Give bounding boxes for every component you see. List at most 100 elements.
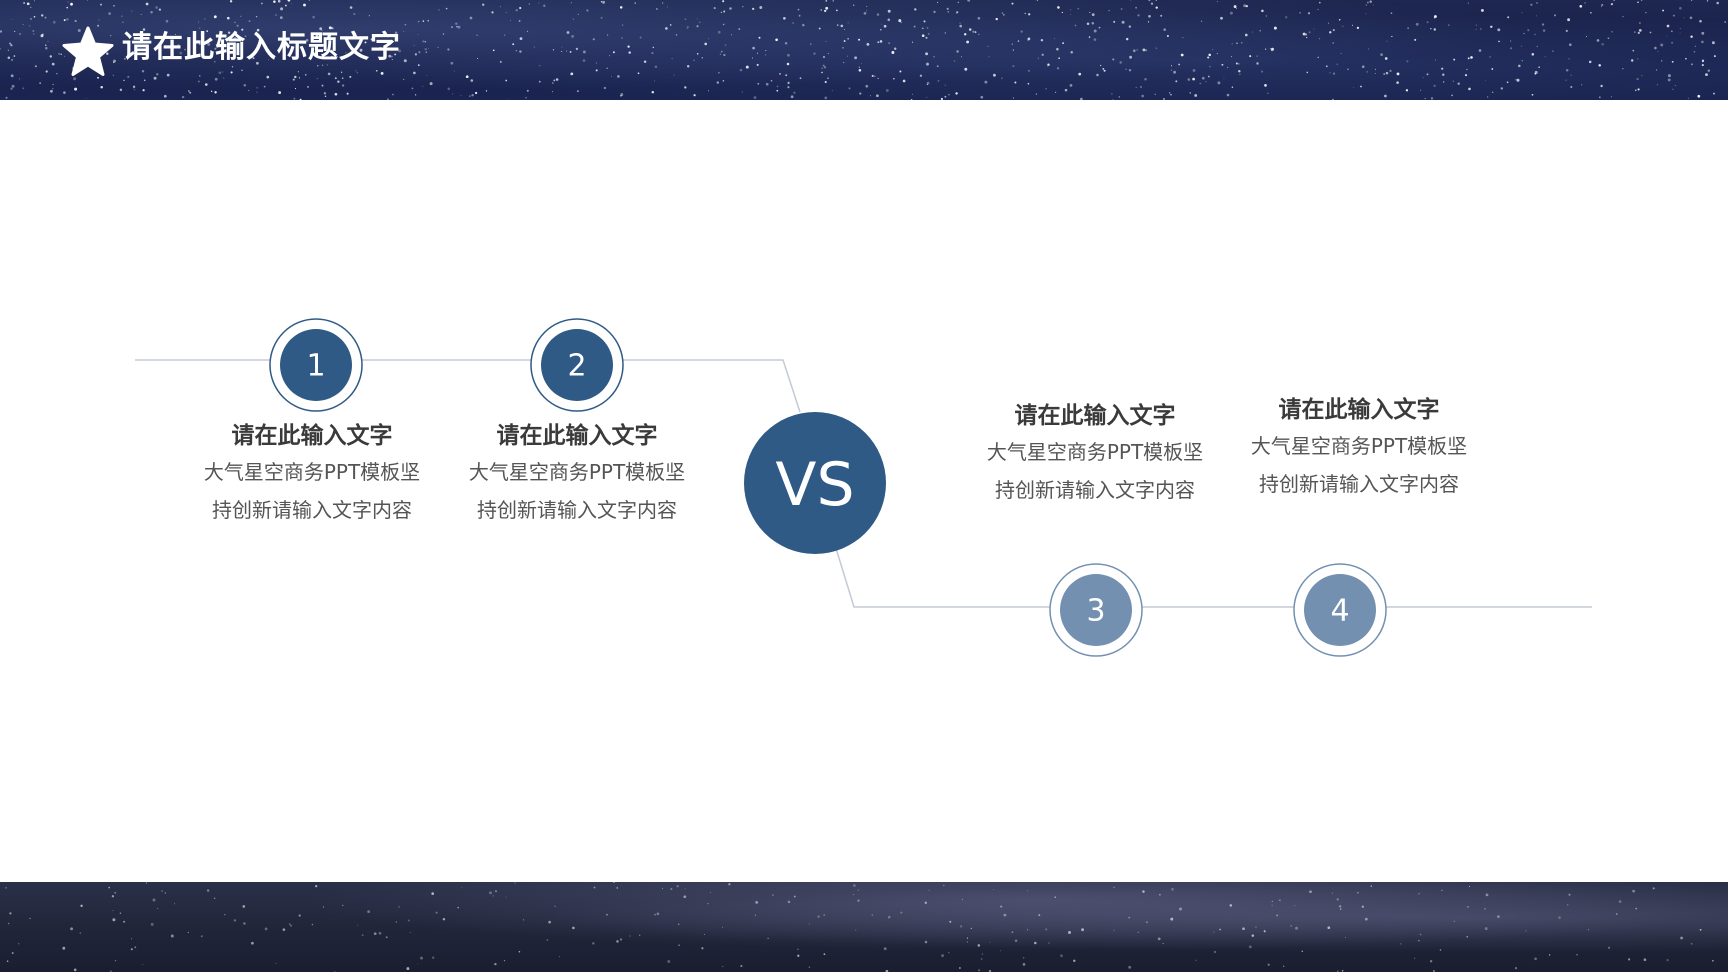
star-dot xyxy=(1170,65,1173,67)
star-dot xyxy=(978,33,980,35)
star-dot xyxy=(1212,49,1214,51)
star-dot xyxy=(452,93,454,95)
star-dot xyxy=(1467,2,1469,4)
star-dot xyxy=(696,25,699,28)
star-dot xyxy=(370,38,373,41)
star-dot xyxy=(551,90,554,93)
star-dot xyxy=(1012,65,1015,68)
star-dot xyxy=(1313,28,1315,30)
star-dot xyxy=(847,22,849,24)
star-dot xyxy=(620,93,624,96)
star-dot xyxy=(1012,97,1015,99)
star-dot xyxy=(665,27,668,30)
star-dot xyxy=(275,14,277,16)
star-dot xyxy=(742,6,744,8)
star-dot xyxy=(1338,19,1341,21)
star-dot xyxy=(230,71,233,74)
star-dot xyxy=(9,42,12,45)
star-dot xyxy=(426,74,428,77)
star-dot xyxy=(566,31,570,34)
star-dot xyxy=(198,21,200,23)
star-dot xyxy=(859,92,862,95)
star-dot xyxy=(538,80,541,83)
star-dot xyxy=(1475,24,1477,26)
star-dot xyxy=(161,890,163,892)
star-dot xyxy=(809,43,812,45)
star-dot xyxy=(956,11,959,14)
star-dot xyxy=(1011,931,1014,934)
star-dot xyxy=(282,928,286,931)
star-dot xyxy=(378,46,382,50)
star-dot xyxy=(1534,70,1538,74)
star-dot xyxy=(1345,936,1346,938)
star-dot xyxy=(515,49,518,52)
star-dot xyxy=(1618,900,1622,903)
star-dot xyxy=(570,72,574,76)
star-dot xyxy=(570,2,572,4)
star-dot xyxy=(62,946,66,950)
star-dot xyxy=(1672,88,1674,90)
star-dot xyxy=(1649,31,1652,34)
star-dot xyxy=(214,47,217,50)
star-dot xyxy=(900,21,902,23)
star-dot xyxy=(1130,0,1132,2)
star-dot xyxy=(1091,13,1095,16)
star-dot xyxy=(758,36,761,39)
star-dot xyxy=(485,90,488,92)
star-dot xyxy=(1506,81,1509,84)
node-1-circle xyxy=(280,329,352,401)
star-dot xyxy=(1100,64,1102,67)
star-dot xyxy=(1024,12,1026,15)
star-dot xyxy=(45,46,48,50)
star-dot xyxy=(926,62,929,66)
star-dot xyxy=(799,77,802,80)
star-dot xyxy=(1256,55,1258,57)
star-dot xyxy=(984,80,988,84)
star-dot xyxy=(1273,26,1277,30)
star-dot xyxy=(267,59,270,61)
star-dot xyxy=(1464,74,1468,77)
star-dot xyxy=(652,46,654,49)
star-dot xyxy=(505,11,507,13)
star-dot xyxy=(1011,43,1013,45)
star-dot xyxy=(1396,72,1400,76)
star-dot xyxy=(693,94,696,97)
star-dot xyxy=(989,941,991,943)
star-dot xyxy=(1088,36,1091,38)
star-dot xyxy=(292,78,295,81)
star-dot xyxy=(1208,53,1211,57)
star-dot xyxy=(1259,29,1261,32)
star-dot xyxy=(63,55,66,57)
star-dot xyxy=(967,0,971,2)
star-dot xyxy=(1001,12,1004,14)
star-dot xyxy=(213,15,217,19)
star-dot xyxy=(1660,60,1663,62)
lower-connector-line xyxy=(834,544,1592,608)
star-dot xyxy=(832,0,834,2)
star-dot xyxy=(515,8,518,12)
star-dot xyxy=(787,53,790,57)
star-dot xyxy=(255,16,258,18)
star-dot xyxy=(10,87,13,91)
page-title: 请在此输入标题文字 xyxy=(122,30,401,65)
star-dot xyxy=(881,23,883,25)
node-1-text-block: 请在此输入文字 大气星空商务PPT模板坚 持创新请输入文字内容 xyxy=(177,419,447,529)
star-dot xyxy=(600,1,603,3)
star-dot xyxy=(1113,886,1115,889)
star-dot xyxy=(1027,39,1029,41)
star-dot xyxy=(287,0,291,2)
star-dot xyxy=(165,19,169,23)
star-dot xyxy=(1576,954,1578,956)
star-icon xyxy=(62,26,114,76)
star-dot xyxy=(387,98,389,100)
star-dot xyxy=(1679,6,1682,10)
star-dot xyxy=(1026,890,1028,892)
star-dot xyxy=(877,41,880,44)
star-dot xyxy=(866,43,870,46)
star-dot xyxy=(987,45,989,47)
star-dot xyxy=(385,34,387,36)
star-dot xyxy=(1264,48,1267,50)
star-dot xyxy=(582,50,586,54)
star-dot xyxy=(1102,68,1105,70)
star-dot xyxy=(978,969,981,972)
